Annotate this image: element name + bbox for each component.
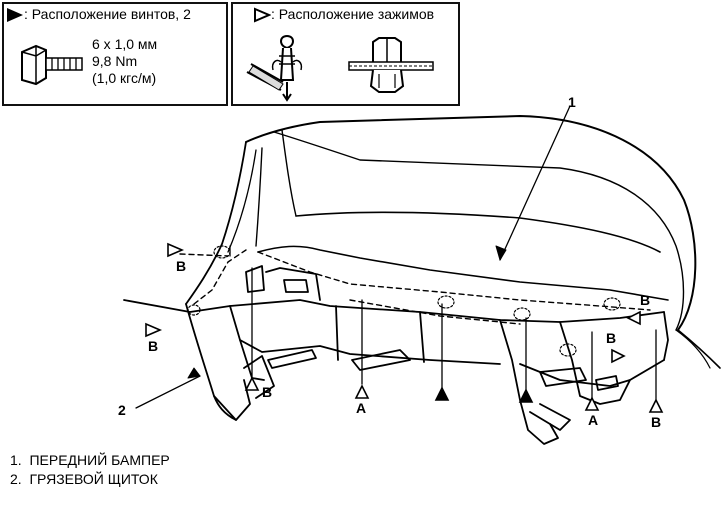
- open-triangle-icon: [254, 7, 271, 23]
- marker-a-center-left: A: [356, 400, 367, 416]
- marker-a-right: A: [588, 412, 599, 428]
- clip-marker-b-lower-left: [244, 376, 260, 391]
- callout-leaders: [135, 105, 571, 409]
- marker-b-far-right: B: [651, 414, 662, 430]
- clip-legend-box: : Расположение зажимов: [231, 2, 460, 106]
- marker-b-left: B: [148, 338, 159, 354]
- clip-marker-b-right-upper: [626, 310, 641, 326]
- clip-marker-b-right-mid: [611, 348, 626, 364]
- caption-mudguard: 2. ГРЯЗЕВОЙ ЩИТОК: [10, 471, 158, 487]
- clip-marker-a-right: [584, 396, 600, 411]
- clip-marker-b-top-left: [167, 242, 185, 258]
- clip-insert-icon: [246, 34, 303, 102]
- screw-marker-center: [434, 386, 450, 401]
- hidden-edge-dashes: [179, 249, 651, 325]
- screw-marker-right: [518, 388, 534, 403]
- marker-b-lower-left: B: [262, 384, 273, 400]
- marker-b-right-mid: B: [606, 330, 617, 346]
- callout-1-arrowhead: [495, 245, 507, 261]
- marker-triangles: [145, 242, 664, 413]
- marker-b-top-left: B: [176, 258, 187, 274]
- front-bumper-outline: [185, 115, 721, 369]
- clip-installed-icon: [348, 37, 434, 93]
- screw-spec-torque-kgf: (1,0 кгс/м): [92, 70, 157, 86]
- clip-legend-title: : Расположение зажимов: [271, 6, 435, 22]
- clip-symbols: [187, 245, 621, 357]
- clip-marker-b-far-right: [648, 398, 664, 413]
- callout-2-label: 2: [118, 402, 126, 418]
- marker-leaders: [229, 245, 657, 401]
- mudguard-outline: [123, 265, 669, 445]
- screw-legend-title: : Расположение винтов, 2: [24, 6, 191, 22]
- screw-spec-torque: 9,8 Nm: [92, 53, 138, 69]
- screw-legend-box: : Расположение винтов, 2 6 x 1,0 мм 9,8 …: [2, 2, 228, 106]
- clip-marker-a-center-left: [354, 384, 370, 399]
- screw-spec-size: 6 x 1,0 мм: [92, 36, 158, 52]
- bolt-icon: [21, 44, 83, 86]
- callout-2-arrowhead: [187, 367, 201, 379]
- clip-marker-b-left: [145, 322, 163, 338]
- caption-front-bumper: 1. ПЕРЕДНИЙ БАМПЕР: [10, 452, 170, 468]
- callout-1-label: 1: [568, 94, 576, 110]
- marker-b-right-upper: B: [640, 292, 651, 308]
- filled-triangle-icon: [7, 8, 23, 22]
